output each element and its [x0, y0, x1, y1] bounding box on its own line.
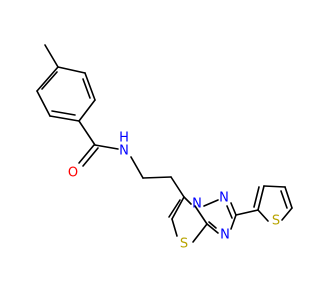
thiazole-inner-bond — [168, 199, 181, 218]
thiophene-sulfur-label: S — [272, 214, 280, 229]
carbonyl-to-amide-n-bond — [94, 144, 119, 150]
thiophene-bond — [281, 207, 293, 221]
ring-to-carbonyl-bond — [78, 120, 96, 146]
benzene-bond — [84, 72, 96, 101]
benzene-inner-bond — [41, 71, 58, 90]
triazole-bond — [206, 223, 219, 234]
thiazole-bond — [171, 196, 185, 220]
amide-n-to-ch2-bond — [130, 156, 144, 179]
carbonyl-double-bond — [82, 147, 99, 167]
molecule-structure-diagram: O N H N N N S S — [0, 0, 300, 300]
amide-nitrogen-label: N — [119, 144, 129, 159]
thiophene-bond — [257, 185, 265, 211]
benzene-inner-bond — [82, 78, 91, 99]
amide-hydrogen-label: H — [119, 131, 129, 146]
thiazole-bond — [171, 218, 178, 237]
benzene-bond — [49, 115, 80, 122]
triazole-nitrogen-top-label: N — [219, 191, 229, 206]
benzene-bond — [78, 99, 96, 122]
triazole-bond — [230, 202, 237, 216]
thiophene-bond — [263, 185, 286, 188]
benzene-bond — [57, 66, 86, 74]
ch2-to-ring-bond — [170, 176, 185, 198]
triazole-to-thiophene-bond — [235, 209, 259, 216]
thiazole-bond — [183, 196, 192, 205]
triazole-nitrogen-bottom-label: N — [220, 228, 230, 243]
benzene-inner-bond — [51, 110, 76, 116]
triazole-inner-bond — [208, 221, 217, 229]
thiazole-bond — [194, 205, 208, 225]
thiazole-sulfur-label: S — [180, 237, 188, 252]
thiophene-bond — [284, 186, 293, 209]
triazole-bond — [230, 214, 237, 230]
triazole-nitrogen-left-label: N — [192, 197, 202, 212]
atom-labels: O N H N N N S S — [68, 131, 280, 252]
triazole-bond — [203, 199, 219, 207]
ch2-ch2-bond — [142, 176, 172, 179]
thiophene-bond — [257, 209, 269, 222]
background — [0, 0, 300, 300]
thiazole-bond — [192, 223, 208, 243]
thiophene-inner-bond — [280, 190, 288, 209]
benzene-bond — [36, 66, 59, 92]
methyl-bond — [44, 44, 59, 68]
thiophene-inner-bond — [253, 186, 260, 208]
oxygen-atom-label: O — [68, 166, 78, 181]
carbonyl-double-bond — [78, 144, 95, 164]
benzene-bond — [36, 90, 51, 117]
triazole-inner-bond — [226, 205, 233, 219]
bonds — [36, 44, 293, 243]
